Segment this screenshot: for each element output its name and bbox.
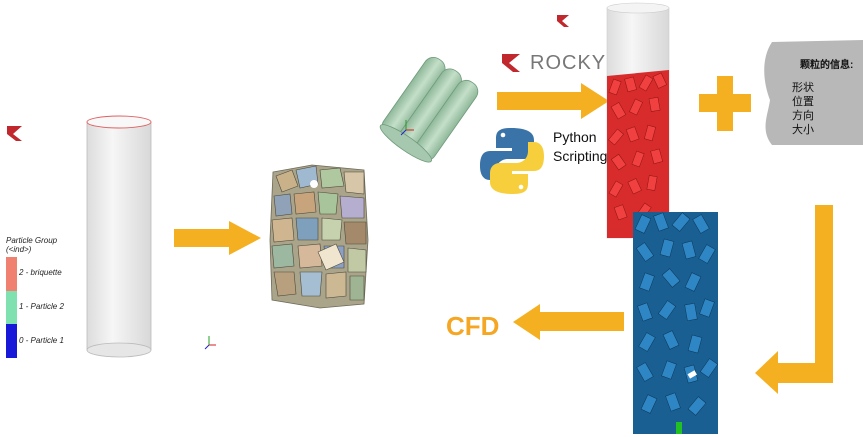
legend-label-particle-2: 1 - Particle 2 [19, 302, 64, 311]
empty-cylinder [86, 115, 152, 358]
rocky-label: ROCKY [530, 52, 607, 74]
python-logo-icon [480, 128, 544, 194]
info-item-position: 位置 [792, 96, 814, 108]
arrow-left-cfd [513, 304, 624, 340]
info-box [764, 40, 863, 145]
mixed-particle-pack [269, 164, 369, 309]
arrow-down-left [755, 205, 833, 394]
legend-swatch-briquette [6, 257, 17, 291]
legend-swatch-particle-1 [6, 324, 17, 358]
rocky-logo-icon [557, 15, 569, 27]
arrow-right-2 [497, 83, 609, 119]
info-item-size: 大小 [792, 124, 814, 136]
info-box-title: 颗粒的信息: [800, 60, 854, 71]
info-item-shape: 形状 [792, 82, 814, 94]
legend-label-briquette: 2 - briquette [19, 268, 62, 277]
plus-icon [699, 76, 751, 131]
info-item-orientation: 方向 [792, 110, 814, 122]
python-label-line-2: Scripting [553, 148, 608, 164]
legend-title-text: Particle Group (<ind>) [6, 236, 58, 254]
python-label-line-1: Python [553, 129, 597, 145]
blue-particle-bed [633, 212, 719, 434]
rocky-logo-icon [7, 126, 22, 141]
rocky-logo-icon [502, 54, 520, 72]
red-particle-cylinder [606, 2, 670, 239]
briquette-particle [379, 57, 479, 163]
legend-title: Particle Group (<ind>) [6, 236, 96, 254]
legend-swatch-particle-2 [6, 291, 17, 324]
axis-triad-icon [204, 336, 216, 350]
legend-swatches [6, 257, 17, 358]
cfd-label: CFD [446, 311, 500, 341]
python-scripting-label: Python Scripting [553, 128, 607, 166]
info-box-items: 形状 位置 方向 大小 [792, 81, 814, 137]
arrow-right-1 [174, 221, 261, 255]
legend-label-particle-1: 0 - Particle 1 [19, 336, 64, 345]
